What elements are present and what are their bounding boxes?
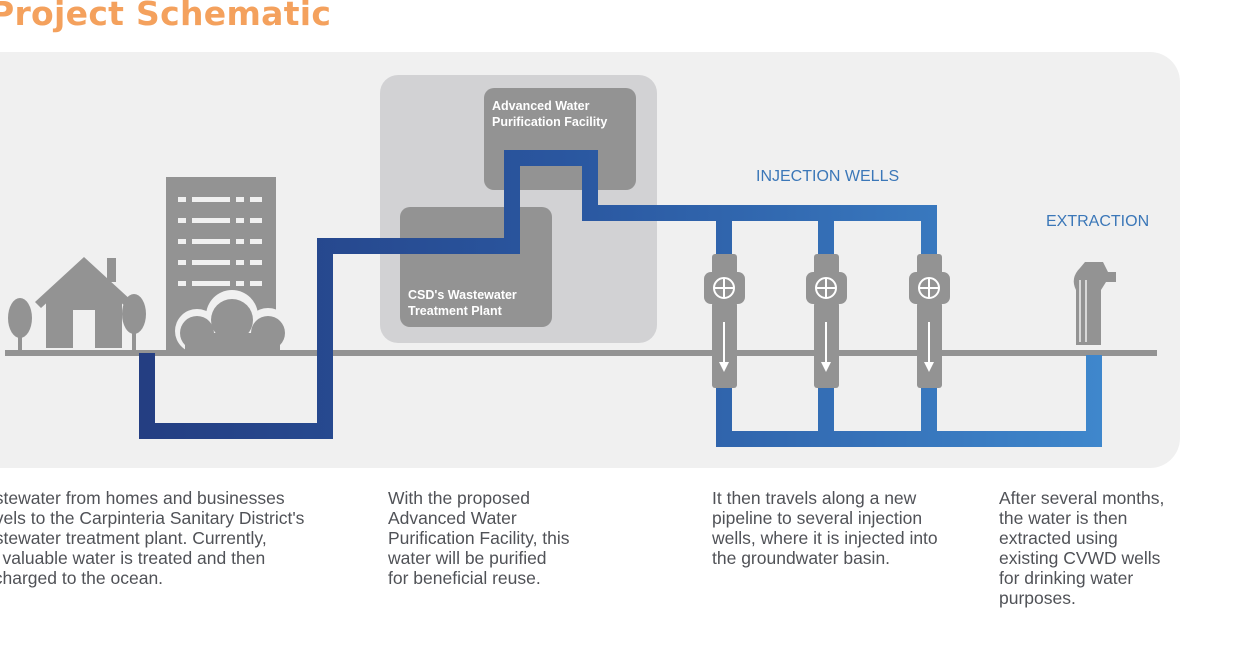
down-arrow-icon: [719, 322, 729, 372]
house-door: [73, 310, 95, 348]
down-arrow-icon: [821, 322, 831, 372]
down-arrow-icon: [924, 322, 934, 372]
csd-label-line2: Treatment Plant: [408, 304, 503, 318]
caption-purification: With the proposed Advanced Water Purific…: [388, 488, 570, 588]
awpf-label-line1: Advanced Water: [492, 99, 590, 113]
tree-icon: [8, 294, 146, 350]
caption-extraction: After several months, the water is then …: [999, 488, 1165, 608]
csd-label-line1: CSD's Wastewater: [408, 288, 517, 302]
ground-line: [5, 350, 1157, 356]
page-title: Project Schematic: [0, 0, 332, 33]
caption-wastewater-collection: astewater from homes and businesses avel…: [0, 488, 305, 588]
injection-wells-label: INJECTION WELLS: [756, 168, 899, 185]
csd-box: CSD's Wastewater Treatment Plant: [400, 207, 552, 327]
extraction-label: EXTRACTION: [1046, 213, 1149, 230]
shrub-icon: [175, 290, 290, 353]
house-icon: [35, 257, 133, 348]
extraction-faucet-icon: [1073, 262, 1116, 345]
awpf-label-line2: Purification Facility: [492, 115, 607, 129]
caption-injection: It then travels along a new pipeline to …: [712, 488, 938, 568]
